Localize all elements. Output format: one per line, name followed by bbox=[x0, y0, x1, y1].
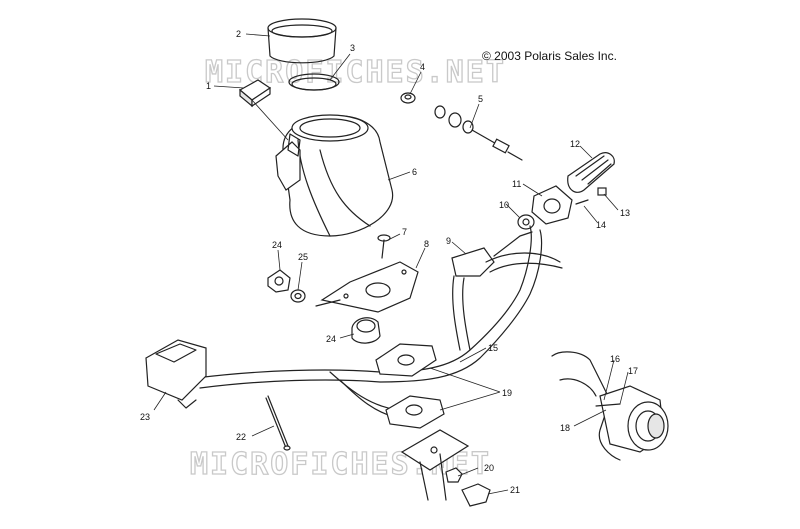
callout-17: 17 bbox=[628, 366, 638, 376]
part-14-screw bbox=[575, 199, 589, 205]
callout-10: 10 bbox=[499, 200, 509, 210]
callout-20: 20 bbox=[484, 463, 494, 473]
part-5-switch-stack bbox=[434, 105, 523, 161]
part-24-upper-fitting bbox=[267, 269, 291, 293]
part-6-headlight-pod bbox=[275, 114, 394, 237]
callout-9: 9 bbox=[446, 236, 451, 246]
callout-13: 13 bbox=[620, 208, 630, 218]
callout-24-lower: 24 bbox=[326, 334, 336, 344]
part-25-grommet bbox=[290, 289, 306, 303]
callout-12: 12 bbox=[570, 139, 580, 149]
callout-23: 23 bbox=[140, 412, 150, 422]
part-23-switch-pod bbox=[145, 339, 207, 409]
part-20-nut bbox=[445, 467, 463, 483]
callout-3: 3 bbox=[350, 43, 355, 53]
leader-lines bbox=[153, 33, 629, 495]
callout-21: 21 bbox=[510, 485, 520, 495]
callout-8: 8 bbox=[424, 239, 429, 249]
callout-6: 6 bbox=[412, 167, 417, 177]
callout-5: 5 bbox=[478, 94, 483, 104]
callout-16: 16 bbox=[610, 354, 620, 364]
lower-mount-plate bbox=[400, 429, 470, 501]
callout-11: 11 bbox=[512, 179, 521, 189]
part-11-throttle-housing bbox=[531, 185, 573, 225]
part-3-ring-thin bbox=[288, 73, 340, 91]
callout-19: 19 bbox=[502, 388, 512, 398]
callout-15: 15 bbox=[488, 343, 498, 353]
callout-18: 18 bbox=[560, 423, 570, 433]
part-22-long-bolt bbox=[265, 395, 291, 451]
part-16-17-18-steering-assembly bbox=[551, 351, 669, 461]
callout-25: 25 bbox=[298, 252, 308, 262]
part-10-collar bbox=[517, 214, 535, 230]
part-2-ring-large bbox=[267, 18, 337, 64]
part-8-bracket-plate bbox=[315, 261, 419, 313]
callout-7: 7 bbox=[402, 227, 407, 237]
part-13-bolt bbox=[597, 187, 607, 196]
part-4-nut bbox=[400, 92, 416, 104]
part-21-clip bbox=[461, 483, 491, 507]
callout-4: 4 bbox=[420, 62, 425, 72]
part-19-lower-clamp bbox=[385, 395, 445, 429]
part-1-block bbox=[238, 79, 272, 108]
callout-14: 14 bbox=[596, 220, 606, 230]
part-7-screw bbox=[377, 234, 391, 259]
callout-24-upper: 24 bbox=[272, 240, 282, 250]
callout-2: 2 bbox=[236, 29, 241, 39]
part-9-brake-lever bbox=[451, 231, 563, 351]
callout-1: 1 bbox=[206, 81, 211, 91]
part-19-upper-clamp bbox=[375, 343, 437, 377]
part-24-lower-fitting bbox=[351, 317, 381, 344]
part-12-hand-grip bbox=[567, 152, 615, 193]
callout-labels: 2 3 1 4 5 6 7 8 9 10 11 12 13 14 15 16 1… bbox=[140, 29, 638, 495]
callout-22: 22 bbox=[236, 432, 246, 442]
copyright-text: © 2003 Polaris Sales Inc. bbox=[482, 49, 617, 63]
